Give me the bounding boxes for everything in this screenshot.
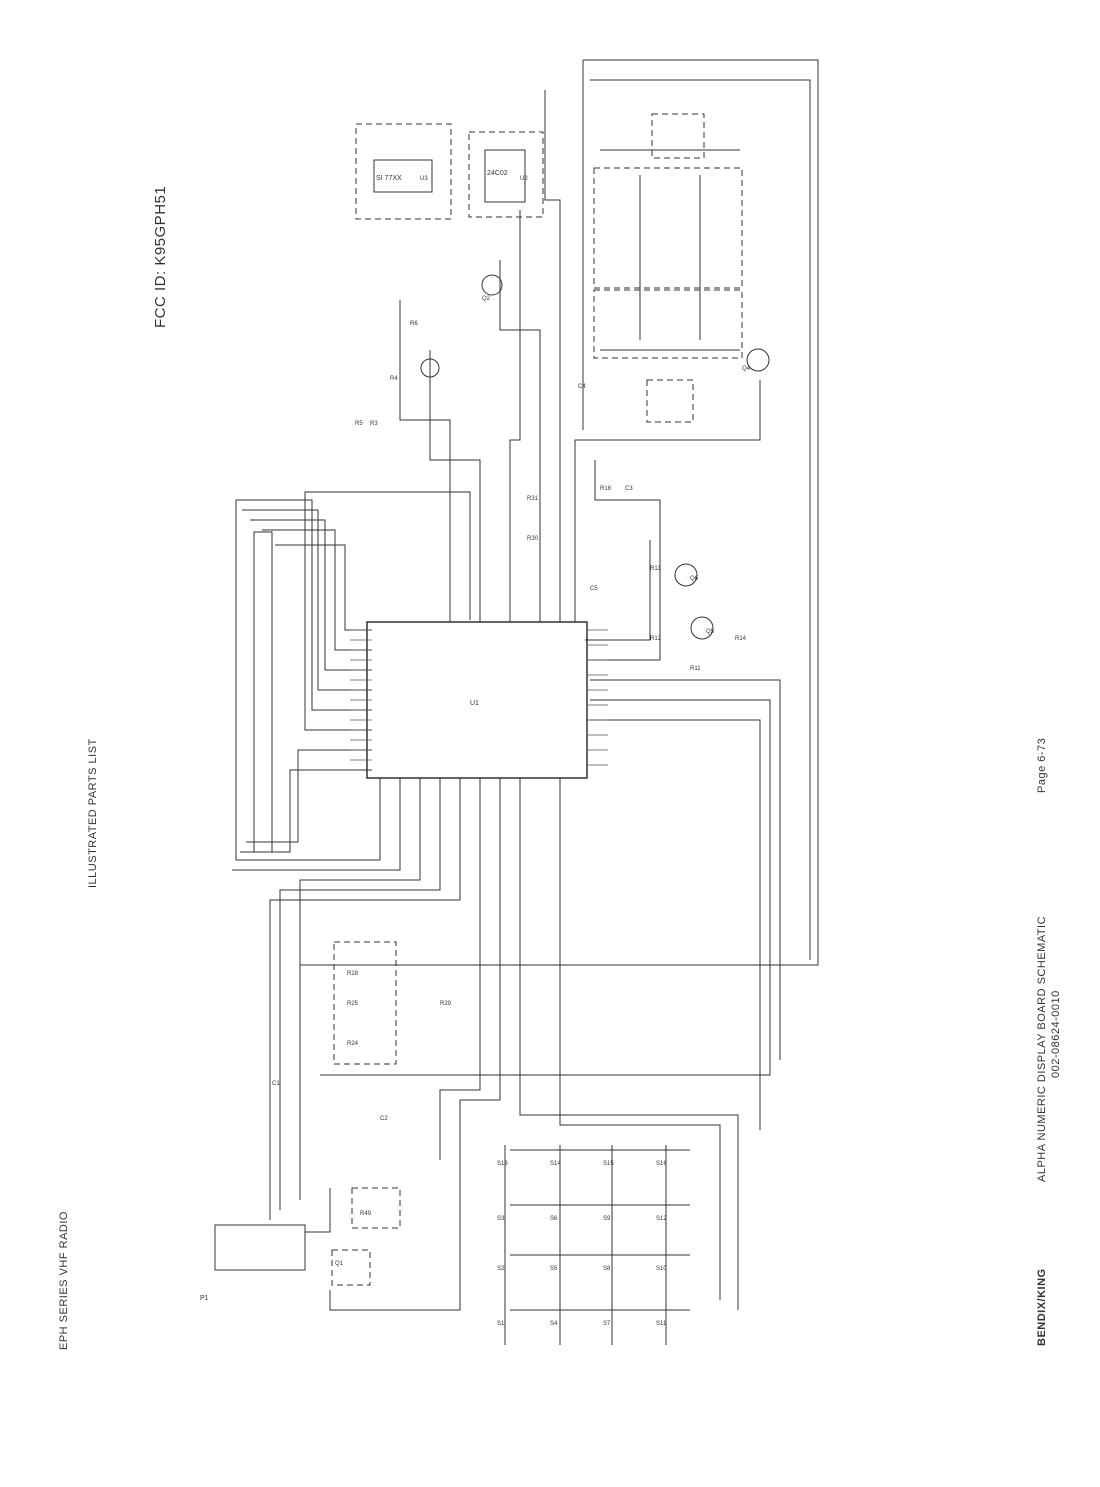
u2-part: 24C02 xyxy=(487,170,508,177)
svg-text:R6: R6 xyxy=(410,321,418,327)
u3-body xyxy=(373,159,433,193)
u3-part: SI 77XX xyxy=(376,175,402,182)
svg-text:C5: C5 xyxy=(590,586,598,592)
svg-text:S1: S1 xyxy=(497,1321,505,1327)
svg-text:R3: R3 xyxy=(370,421,378,427)
svg-text:R12: R12 xyxy=(650,636,662,642)
svg-text:S6: S6 xyxy=(550,1216,558,1222)
svg-text:S15: S15 xyxy=(603,1161,614,1167)
keypad-grid xyxy=(504,1145,690,1345)
svg-text:S10: S10 xyxy=(656,1266,667,1272)
svg-text:S2: S2 xyxy=(497,1266,505,1272)
svg-text:S11: S11 xyxy=(656,1321,667,1327)
svg-text:Q1: Q1 xyxy=(335,1261,344,1267)
svg-text:R28: R28 xyxy=(347,971,359,977)
svg-text:Q4: Q4 xyxy=(742,366,751,372)
svg-text:R25: R25 xyxy=(347,1001,359,1007)
svg-text:Q5: Q5 xyxy=(706,629,715,635)
svg-text:C4: C4 xyxy=(578,384,586,390)
u2-body xyxy=(484,149,526,203)
svg-text:S7: S7 xyxy=(603,1321,611,1327)
svg-text:Q2: Q2 xyxy=(482,296,491,302)
svg-text:S13: S13 xyxy=(497,1161,508,1167)
svg-text:S16: S16 xyxy=(656,1161,667,1167)
svg-text:R49: R49 xyxy=(360,1211,372,1217)
svg-text:R11: R11 xyxy=(690,666,701,672)
svg-text:R5: R5 xyxy=(355,421,363,427)
svg-text:R24: R24 xyxy=(347,1041,359,1047)
svg-text:R4: R4 xyxy=(390,376,398,382)
svg-text:R30: R30 xyxy=(527,536,539,542)
svg-text:C3: C3 xyxy=(625,486,633,492)
svg-text:S8: S8 xyxy=(603,1266,611,1272)
svg-text:U2: U2 xyxy=(520,176,528,182)
svg-text:R13: R13 xyxy=(650,566,662,572)
connector-label: P1 xyxy=(200,1295,209,1302)
svg-text:R31: R31 xyxy=(527,496,539,502)
svg-text:R14: R14 xyxy=(735,636,747,642)
main-ic-label: U1 xyxy=(470,700,479,707)
svg-text:U3: U3 xyxy=(420,176,428,182)
svg-text:S14: S14 xyxy=(550,1161,561,1167)
p1-connector xyxy=(214,1224,306,1271)
svg-text:S9: S9 xyxy=(603,1216,611,1222)
svg-text:S12: S12 xyxy=(656,1216,667,1222)
svg-text:R18: R18 xyxy=(600,486,612,492)
svg-text:S4: S4 xyxy=(550,1321,558,1327)
svg-text:C2: C2 xyxy=(380,1116,388,1122)
svg-text:R29: R29 xyxy=(440,1001,452,1007)
svg-text:S3: S3 xyxy=(497,1216,505,1222)
u2-box xyxy=(468,131,544,218)
u3-box xyxy=(355,123,452,220)
svg-text:Q6: Q6 xyxy=(690,576,699,582)
svg-text:C1: C1 xyxy=(272,1081,280,1087)
svg-text:S5: S5 xyxy=(550,1266,558,1272)
